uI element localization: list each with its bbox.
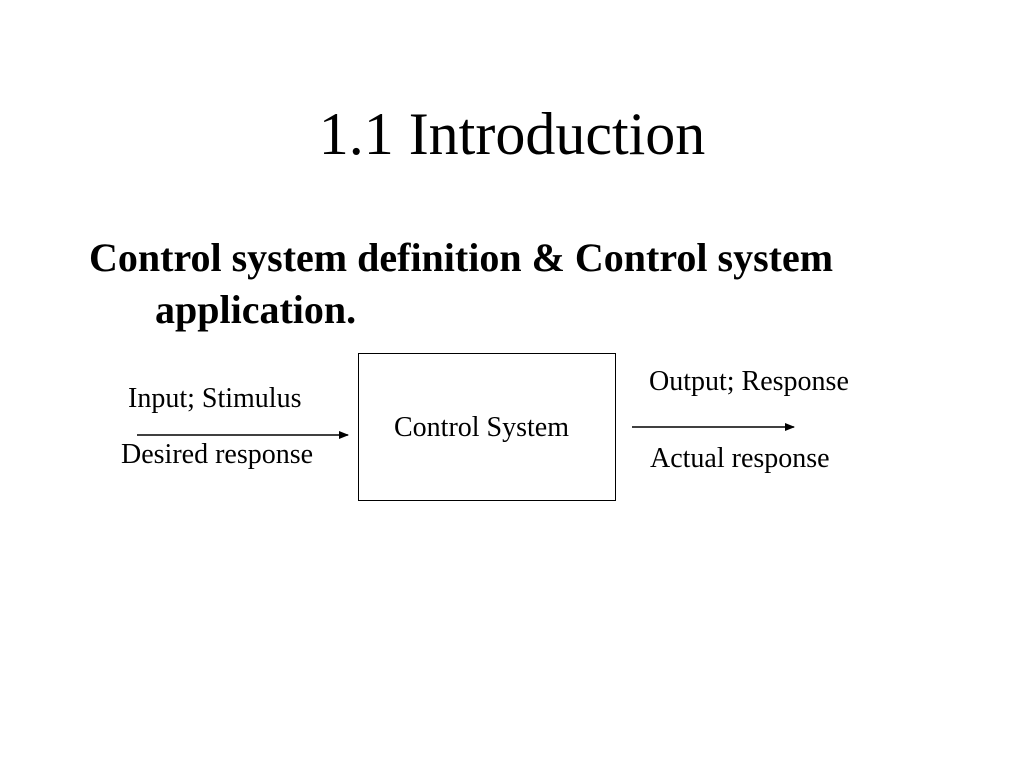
control-system-label: Control System (394, 412, 570, 443)
output-label: Output; Response (649, 366, 849, 397)
input-label: Input; Stimulus (128, 383, 302, 414)
desired-response-label: Desired response (121, 439, 314, 470)
control-system-block (358, 353, 616, 501)
slide-title: 1.1 Introduction (318, 101, 706, 167)
actual-response-label: Actual response (650, 443, 830, 474)
bullet-text: Control system definition & Control syst… (89, 235, 834, 332)
